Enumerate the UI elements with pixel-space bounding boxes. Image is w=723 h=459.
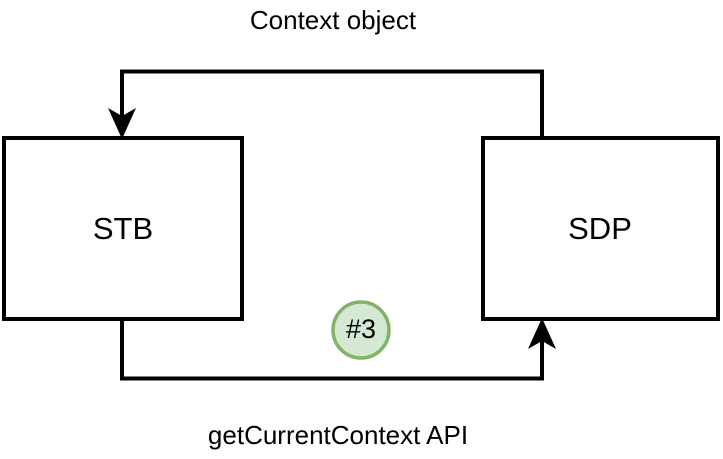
context-object-edge-path[interactable] (120, 69, 544, 138)
sdp-box-shape[interactable] (481, 136, 720, 321)
node-stb[interactable]: STB (2, 136, 244, 321)
edge-getcurrentcontext-api[interactable] (120, 318, 556, 381)
context-object-edge-label: Context object (250, 5, 417, 35)
getcurrentcontext-edge-label: getCurrentContext API (208, 420, 468, 450)
stb-box-label: STB (93, 211, 153, 246)
step-3-badge-circle[interactable] (331, 300, 391, 360)
context-object-arrowhead-icon (108, 108, 136, 139)
sdp-box-label: SDP (568, 211, 632, 246)
getcurrentcontext-arrowhead-icon (528, 318, 556, 349)
getcurrentcontext-edge-path[interactable] (120, 320, 544, 381)
step-3-badge[interactable]: #3 (331, 300, 391, 360)
edge-context-object[interactable] (108, 69, 544, 140)
node-sdp[interactable]: SDP (481, 136, 720, 321)
stb-box-shape[interactable] (2, 136, 244, 321)
step-3-badge-label: #3 (346, 314, 376, 344)
